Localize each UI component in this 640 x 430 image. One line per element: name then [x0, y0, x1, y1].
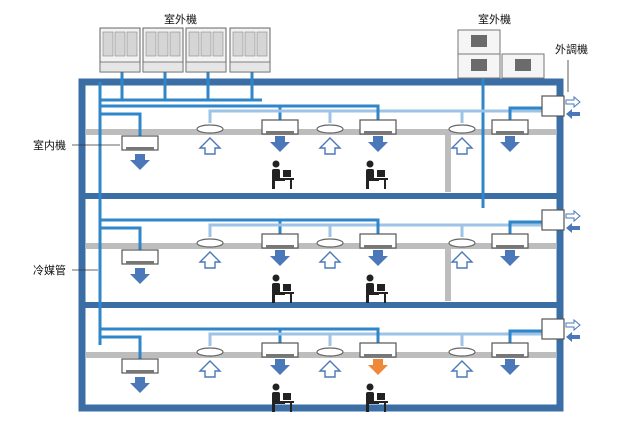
outside-air-unit-3	[541, 318, 565, 340]
diffuser-2-1	[196, 238, 224, 248]
airflow-c-3	[500, 359, 520, 375]
diffuser-3-1	[196, 347, 224, 357]
outdoor-units-left-label: 室外機	[164, 13, 197, 26]
pipe-left-unit-1	[100, 112, 142, 140]
outdoor-unit-left-2	[142, 27, 184, 73]
airflow-a-3	[270, 359, 290, 375]
pipe-left-unit-2	[100, 226, 142, 254]
return-air-1-3	[450, 137, 474, 155]
occupant-b-1	[366, 160, 388, 189]
return-air-1-1	[198, 137, 222, 155]
indoor-unit-b-3	[359, 342, 397, 358]
occupant-b-2	[366, 274, 388, 303]
oau-intake-3	[566, 332, 580, 342]
airflow-a-2	[270, 250, 290, 266]
outdoor-unit-right-3	[501, 53, 545, 79]
diffuser-3-3	[448, 347, 476, 357]
return-air-3-2	[318, 360, 342, 378]
outdoor-unit-left-4	[229, 27, 271, 73]
indoor-unit-a-3	[261, 342, 299, 358]
occupant-a-3	[272, 383, 294, 412]
oau-intake-2	[566, 223, 580, 233]
indoor-unit-b-2	[359, 233, 397, 249]
refrigerant-pipe-label: 冷媒管	[33, 264, 66, 277]
return-air-3-3	[450, 360, 474, 378]
diffuser-1-2	[316, 124, 344, 134]
indoor-unit-c-3	[491, 342, 529, 358]
pipe-light-run-1	[208, 109, 560, 123]
oau-exhaust-1	[565, 95, 581, 109]
indoor-unit-b-1	[359, 119, 397, 135]
pipe-light-run-3	[208, 332, 560, 346]
indoor-unit-left-3	[121, 358, 159, 374]
return-air-1-2	[318, 137, 342, 155]
airflow-left-1	[130, 154, 150, 170]
indoor-unit-c-2	[491, 233, 529, 249]
occupant-b-3	[366, 383, 388, 412]
airflow-c-1	[500, 136, 520, 152]
occupant-a-1	[272, 160, 294, 189]
return-air-2-1	[198, 251, 222, 269]
outside-air-unit-1	[541, 95, 565, 117]
outside-air-unit-label: 外調機	[555, 43, 588, 56]
return-air-2-3	[450, 251, 474, 269]
airflow-left-2	[130, 268, 150, 284]
diffuser-1-1	[196, 124, 224, 134]
diffuser-1-3	[448, 124, 476, 134]
airflow-b-3	[368, 359, 388, 375]
diffuser-2-3	[448, 238, 476, 248]
indoor-unit-label: 室内機	[33, 139, 66, 152]
indoor-unit-c-1	[491, 119, 529, 135]
pipe-light-run-2	[208, 223, 560, 237]
occupant-a-2	[272, 274, 294, 303]
pipe-left-unit-3	[100, 335, 142, 363]
oau-exhaust-2	[565, 209, 581, 223]
indoor-unit-left-1	[121, 135, 159, 151]
airflow-b-1	[368, 136, 388, 152]
outdoor-unit-left-1	[99, 27, 141, 73]
indoor-unit-a-1	[261, 119, 299, 135]
airflow-left-3	[130, 377, 150, 393]
return-air-3-1	[198, 360, 222, 378]
return-air-2-2	[318, 251, 342, 269]
outdoor-unit-right-1	[457, 29, 501, 55]
indoor-unit-a-2	[261, 233, 299, 249]
airflow-b-2	[368, 250, 388, 266]
indoor-unit-left-2	[121, 249, 159, 265]
diffuser-2-2	[316, 238, 344, 248]
oau-intake-1	[566, 109, 580, 119]
outside-air-unit-2	[541, 209, 565, 231]
outdoor-unit-left-3	[185, 27, 227, 73]
oau-exhaust-3	[565, 318, 581, 332]
diffuser-3-2	[316, 347, 344, 357]
building-outline	[78, 78, 564, 412]
outdoor-units-right-label: 室外機	[478, 13, 511, 26]
airflow-c-2	[500, 250, 520, 266]
airflow-a-1	[270, 136, 290, 152]
outdoor-unit-right-2	[457, 53, 501, 79]
